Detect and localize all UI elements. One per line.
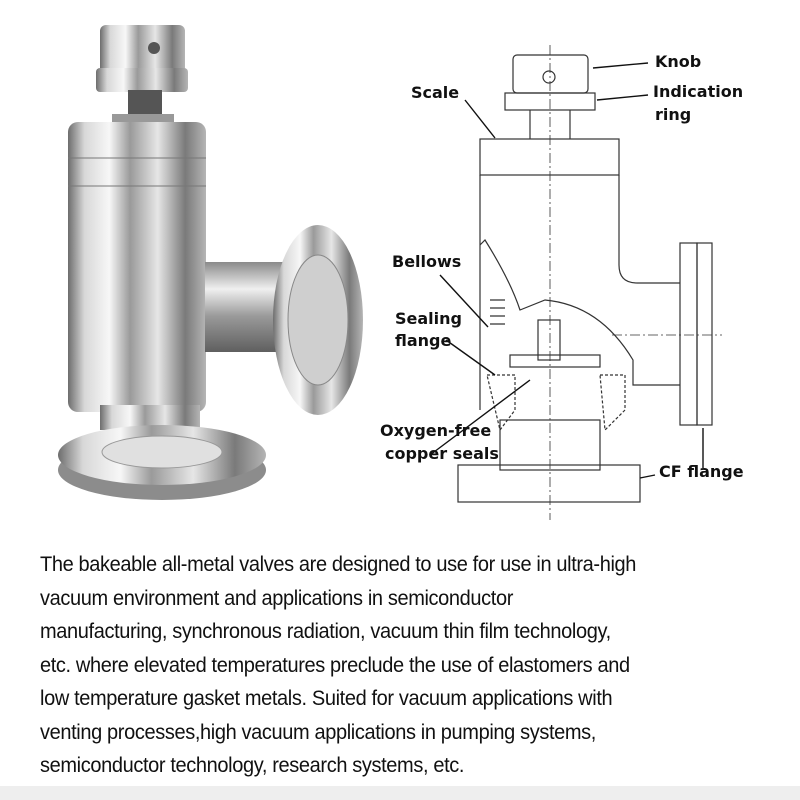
description-line: manufacturing, synchronous radiation, va… xyxy=(40,619,611,643)
label-sealing-flange-line1: Sealing xyxy=(395,309,462,328)
valve-product-photo xyxy=(58,25,363,500)
label-oxygen-free-line2: copper seals xyxy=(385,444,499,463)
description-line: semiconductor technology, research syste… xyxy=(40,753,465,777)
description-line: low temperature gasket metals. Suited fo… xyxy=(40,686,613,710)
product-description: The bakeable all-metal valves are design… xyxy=(40,548,770,783)
description-line: The bakeable all-metal valves are design… xyxy=(40,552,637,576)
label-oxygen-free-line1: Oxygen-free xyxy=(380,421,492,440)
label-scale: Scale xyxy=(411,83,460,102)
label-cf-flange: CF flange xyxy=(659,462,744,481)
description-line: venting processes,high vacuum applicatio… xyxy=(40,719,596,744)
footer-divider xyxy=(0,786,800,800)
description-line: etc. where elevated temperatures preclud… xyxy=(40,652,630,677)
label-knob: Knob xyxy=(655,52,702,71)
label-sealing-flange-line2: flange xyxy=(395,331,452,350)
valve-cross-section-diagram xyxy=(429,45,722,520)
label-indication-ring-line1: Indication xyxy=(653,82,744,101)
label-indication-ring-line2: ring xyxy=(655,105,692,124)
description-line: vacuum environment and applications in s… xyxy=(40,585,514,610)
label-bellows: Bellows xyxy=(392,252,462,271)
